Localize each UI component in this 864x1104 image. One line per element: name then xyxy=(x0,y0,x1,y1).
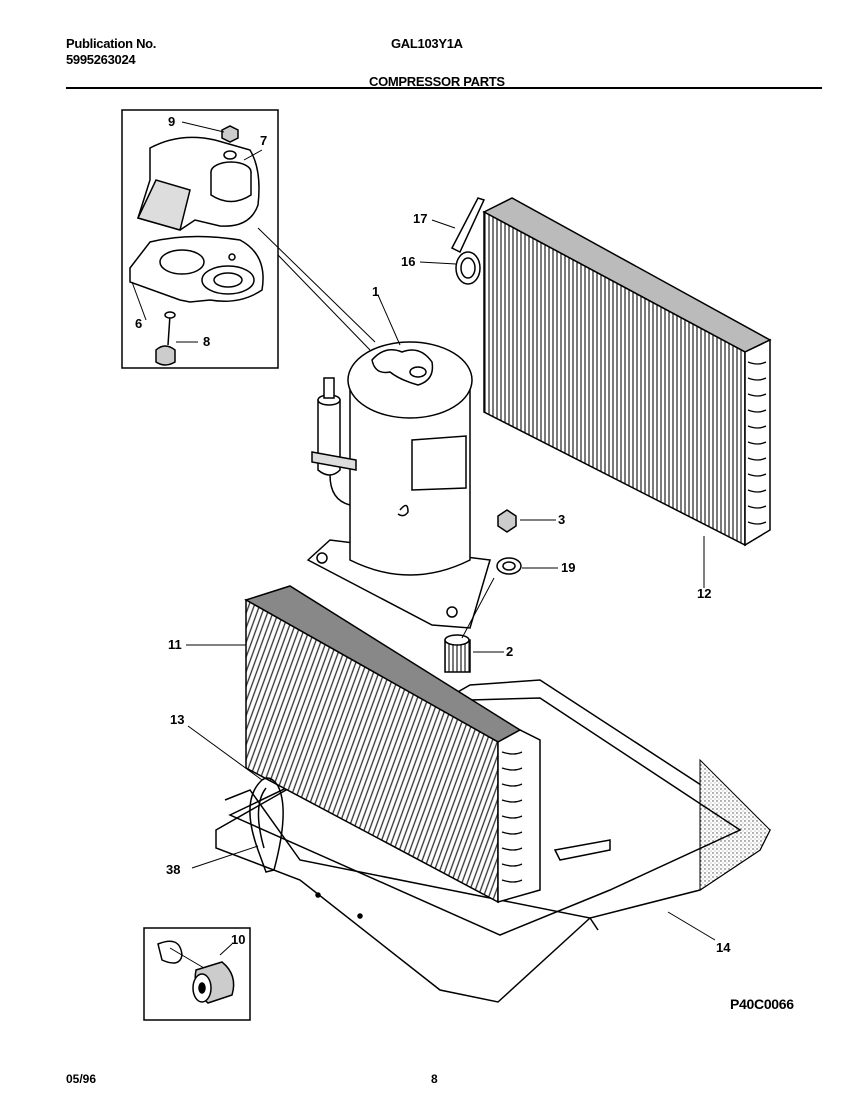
footer-date: 05/96 xyxy=(66,1072,97,1086)
callout-3: 3 xyxy=(558,512,566,527)
section-title: COMPRESSOR PARTS xyxy=(369,74,505,89)
diagram-code: P40C0066 xyxy=(730,996,794,1012)
callout-2: 2 xyxy=(506,644,514,659)
inset-terminal-cover xyxy=(121,109,279,369)
callout-17: 17 xyxy=(413,211,428,226)
publication-number: 5995263024 xyxy=(66,52,136,67)
callout-14: 14 xyxy=(716,940,731,955)
thermostat-sensor xyxy=(419,197,486,285)
inset-capacitor xyxy=(143,927,251,1021)
mounting-hardware xyxy=(444,509,558,673)
model-number: GAL103Y1A xyxy=(391,36,463,51)
callout-1: 1 xyxy=(372,284,380,299)
callout-19: 19 xyxy=(561,560,576,575)
condenser-coil xyxy=(482,197,772,547)
callout-38: 38 xyxy=(166,862,181,877)
callout-12: 12 xyxy=(697,586,712,601)
header-rule xyxy=(66,87,822,89)
callout-8: 8 xyxy=(203,334,211,349)
footer-page-number: 8 xyxy=(431,1072,438,1086)
evaporator-coil xyxy=(186,585,541,904)
compressor xyxy=(306,294,491,629)
callout-13: 13 xyxy=(170,712,185,727)
callout-16: 16 xyxy=(401,254,416,269)
coil-strap xyxy=(187,725,284,873)
publication-label: Publication No. xyxy=(66,36,157,51)
callout-11: 11 xyxy=(168,637,182,652)
callout-9: 9 xyxy=(168,114,176,129)
callout-7: 7 xyxy=(260,133,268,148)
callout-6: 6 xyxy=(135,316,143,331)
callout-10: 10 xyxy=(231,932,246,947)
